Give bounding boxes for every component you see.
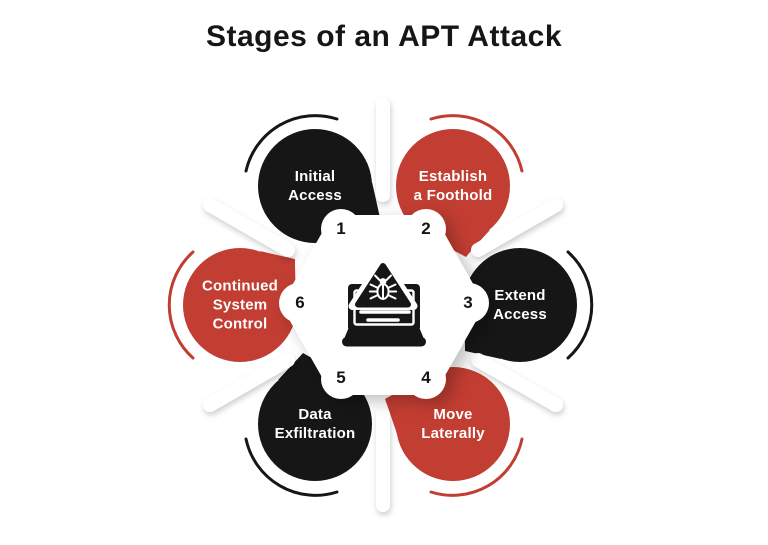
outer-arcs [167,114,594,497]
bubble-tail-6 [260,251,296,295]
arc-stage-4 [429,437,524,497]
bug-antenna-left [374,274,381,281]
bug-leg-left-3 [369,294,378,300]
laptop-malware-icon [342,255,426,347]
notch-5 [321,359,361,399]
notch-2 [406,209,446,249]
arc-stage-2 [429,114,524,173]
bug-head [379,278,387,285]
bubble-stage-3 [463,248,577,362]
notch-6 [279,283,319,323]
stage-bubbles [183,129,577,481]
laptop-hinge [344,327,424,339]
bug-leg-right-3 [388,294,397,300]
bug-leg-left-1 [369,283,378,289]
slash-6-1 [203,198,295,257]
bubble-tail-3 [464,315,501,359]
bubble-stage-6 [183,248,297,362]
arc-stage-3 [566,250,594,360]
slash-3-4 [471,353,563,412]
arc-stage-5 [244,437,339,497]
slash-5-6 [203,353,295,412]
bubble-tail-5 [278,353,335,380]
arc-stage-6 [167,250,195,360]
notch-3 [449,283,489,323]
bug-icon [368,274,398,300]
notch-4 [406,359,446,399]
bubble-circle-6 [183,248,297,362]
notch-1 [321,209,361,249]
bubble-circle-3 [463,248,577,362]
bug-antenna-right [385,274,392,281]
arc-stage-1 [244,114,339,173]
bug-leg-right-1 [388,283,397,289]
bubble-tail-2 [434,230,490,257]
laptop-base [342,337,426,347]
separator-slashes [203,98,563,512]
diagram-title: Stages of an APT Attack [205,20,563,53]
slash-2-3 [471,198,563,257]
